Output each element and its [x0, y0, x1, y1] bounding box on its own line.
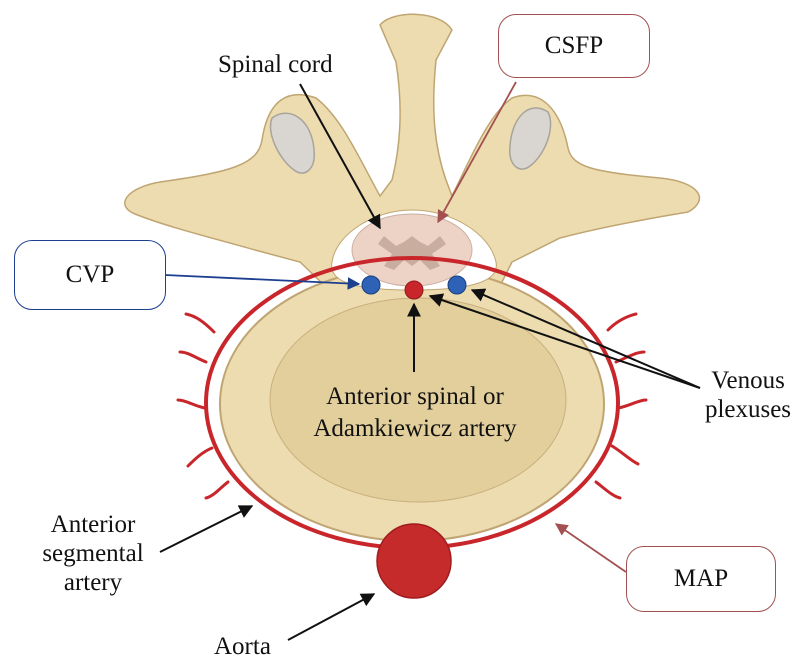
- label-anterior-spinal-line1: Anterior spinal or: [304, 382, 526, 411]
- label-anterior-spinal-line2: Adamkiewicz artery: [304, 414, 526, 443]
- right-venous-plexus: [448, 276, 466, 294]
- label-anterior-segmental-artery: Anterior segmental artery: [28, 510, 158, 597]
- arrow-map: [556, 524, 626, 572]
- label-map: MAP: [674, 565, 728, 593]
- artery-branch: [612, 446, 638, 464]
- anterior-spinal-artery: [405, 281, 423, 299]
- aorta: [377, 524, 451, 598]
- label-venous-plexuses: Venous plexuses: [700, 366, 796, 424]
- label-segmental-line1: Anterior: [28, 510, 158, 539]
- label-venous-line1: Venous: [700, 366, 796, 395]
- label-segmental-line2: segmental: [28, 539, 158, 568]
- arrow-segmental: [160, 506, 252, 552]
- artery-branch: [186, 314, 214, 332]
- artery-branch: [608, 314, 636, 330]
- label-cvp: CVP: [66, 261, 115, 289]
- box-map: MAP: [626, 546, 776, 612]
- label-venous-line2: plexuses: [700, 395, 796, 424]
- artery-branch: [618, 400, 646, 408]
- artery-branch: [180, 352, 206, 362]
- label-csfp: CSFP: [545, 32, 603, 60]
- artery-branch: [178, 400, 205, 408]
- artery-branch: [596, 482, 620, 498]
- artery-branch: [206, 482, 228, 498]
- label-aorta: Aorta: [214, 632, 271, 661]
- artery-branch: [188, 448, 212, 466]
- left-venous-plexus: [362, 276, 380, 294]
- label-anterior-spinal: Anterior spinal or Adamkiewicz artery: [304, 382, 526, 443]
- label-segmental-line3: artery: [28, 568, 158, 597]
- box-csfp: CSFP: [498, 14, 650, 78]
- box-cvp: CVP: [14, 240, 166, 310]
- arrow-aorta: [288, 594, 374, 640]
- label-spinal-cord: Spinal cord: [218, 50, 333, 79]
